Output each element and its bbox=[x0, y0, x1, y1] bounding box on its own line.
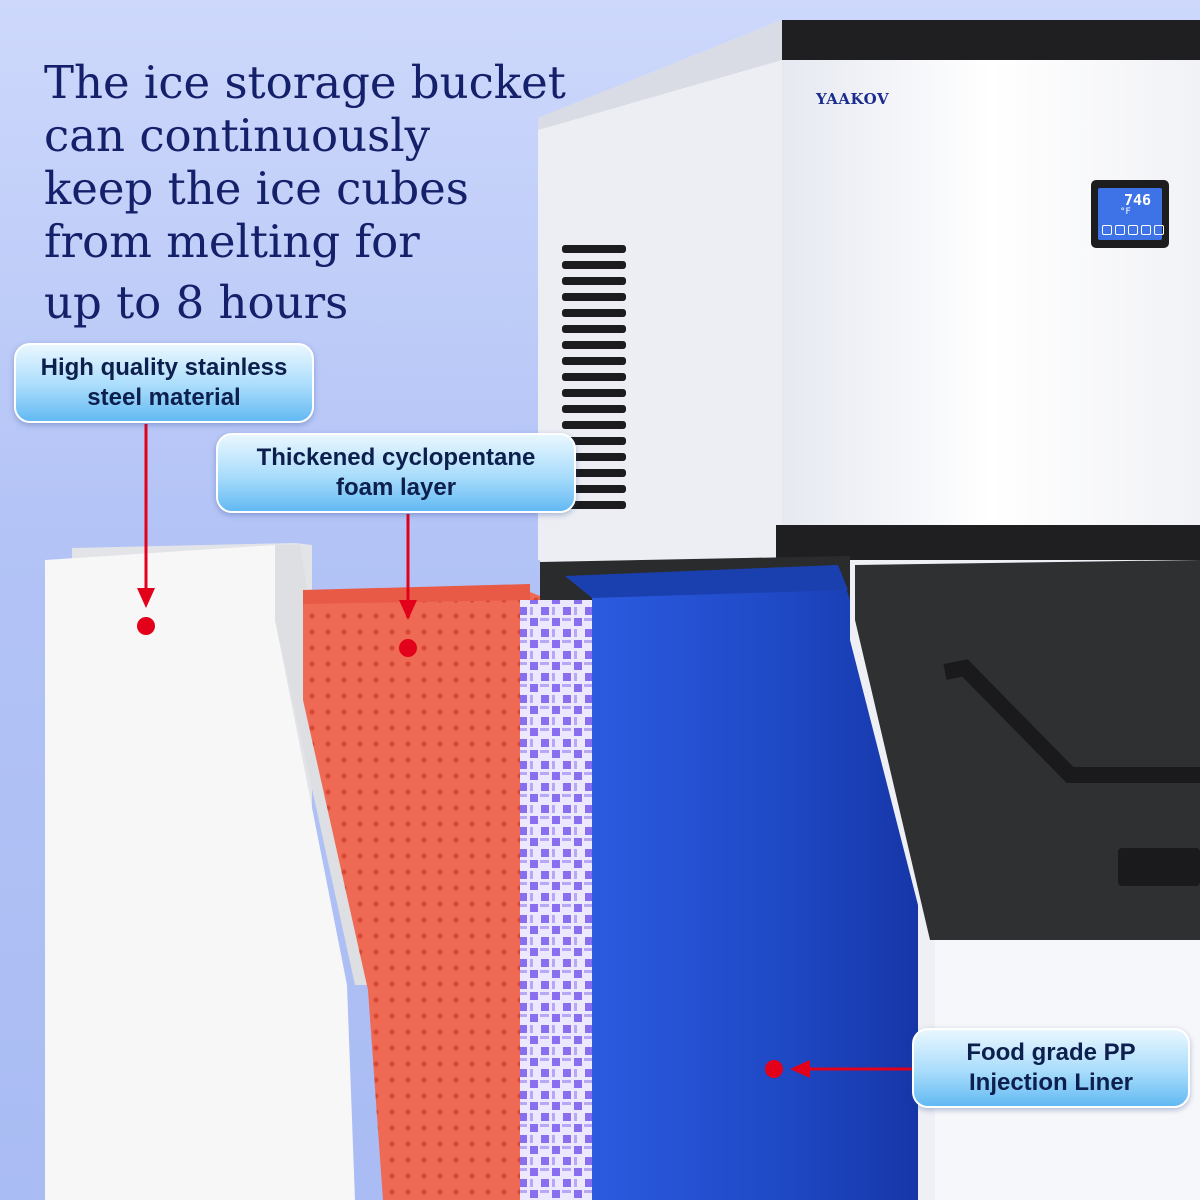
pointer-foam bbox=[399, 514, 417, 657]
display-unit: °F bbox=[1120, 207, 1131, 217]
headline-line: from melting for bbox=[44, 215, 420, 268]
liner-layer bbox=[565, 565, 918, 1200]
weave-layer bbox=[520, 600, 595, 1200]
headline-line: The ice storage bucket bbox=[44, 56, 566, 109]
headline: The ice storage bucket can continuously … bbox=[44, 56, 584, 329]
callout-steel-line1: High quality stainless bbox=[40, 354, 288, 381]
headline-line: up to 8 hours bbox=[44, 276, 349, 329]
control-panel: 746 °F bbox=[1091, 180, 1169, 248]
panel-buttons bbox=[1102, 225, 1164, 235]
callout-liner-line1: Food grade PP bbox=[966, 1039, 1136, 1066]
pointer-steel bbox=[137, 424, 155, 635]
panel-button-icon bbox=[1154, 225, 1164, 235]
lcd-display: 746 °F bbox=[1098, 188, 1164, 240]
pointer-liner bbox=[765, 1060, 912, 1078]
foam-layer bbox=[303, 584, 540, 1200]
callout-steel: High quality stainless steel material bbox=[14, 343, 314, 423]
side-vent bbox=[562, 245, 626, 509]
callout-liner-line2: Injection Liner bbox=[968, 1069, 1133, 1096]
panel-button-icon bbox=[1115, 225, 1125, 235]
headline-line: can continuously bbox=[44, 109, 431, 162]
steel-layer bbox=[45, 543, 372, 1200]
panel-button-icon bbox=[1141, 225, 1151, 235]
panel-button-icon bbox=[1102, 225, 1112, 235]
callout-foam-line1: Thickened cyclopentane bbox=[256, 444, 536, 471]
callout-foam-line2: foam layer bbox=[335, 474, 457, 501]
display-reading: 746 bbox=[1124, 191, 1152, 209]
headline-line: keep the ice cubes bbox=[44, 162, 469, 215]
callout-foam: Thickened cyclopentane foam layer bbox=[216, 433, 576, 513]
callout-steel-line2: steel material bbox=[87, 384, 241, 411]
brand-logo: YAAKOV bbox=[816, 90, 890, 108]
panel-button-icon bbox=[1128, 225, 1138, 235]
callout-liner: Food grade PP Injection Liner bbox=[912, 1028, 1190, 1108]
